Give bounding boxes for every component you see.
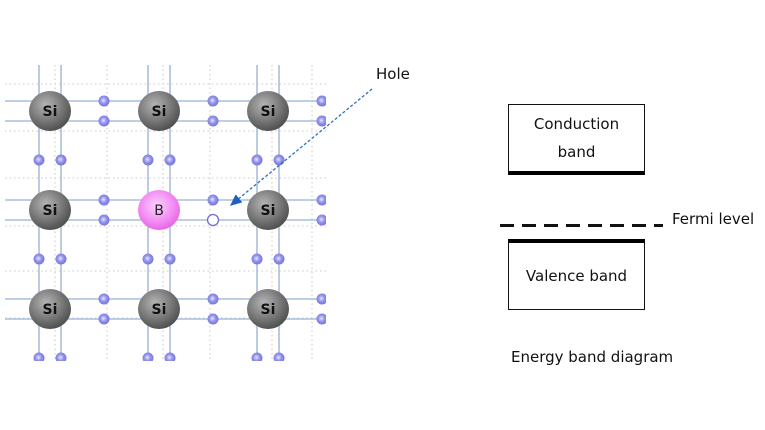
silicon-atom: Si: [247, 289, 289, 329]
boron-atom-sphere: [138, 190, 180, 230]
silicon-atom-sphere: [247, 289, 289, 329]
hole-label: Hole: [376, 65, 410, 83]
electron: [316, 313, 326, 325]
silicon-atom: Si: [29, 91, 71, 131]
silicon-atom-sphere: [247, 190, 289, 230]
atom-symbol: Si: [261, 302, 276, 318]
boron-atom: B: [138, 190, 180, 230]
conduction-band-label: Conduction band: [533, 115, 620, 161]
electron: [98, 194, 110, 206]
electron: [142, 154, 154, 166]
electron: [207, 115, 219, 127]
electron: [251, 253, 263, 265]
conduction-band: Conduction band: [508, 104, 645, 175]
fermi-level-line: [500, 224, 663, 227]
electron: [55, 154, 67, 166]
atom-symbol: Si: [43, 104, 58, 120]
electron: [273, 352, 285, 361]
electron: [207, 293, 219, 305]
silicon-atom-sphere: [29, 190, 71, 230]
atom-symbol: Si: [152, 302, 167, 318]
silicon-atom: Si: [29, 289, 71, 329]
electron: [316, 95, 326, 107]
electron: [33, 352, 45, 361]
electron: [142, 253, 154, 265]
silicon-atom-sphere: [138, 289, 180, 329]
electron: [316, 293, 326, 305]
silicon-atom-sphere: [29, 289, 71, 329]
electron: [55, 253, 67, 265]
valence-band: Valence band: [508, 239, 645, 310]
hole-arrow: [229, 88, 373, 206]
electron: [164, 154, 176, 166]
electron: [98, 214, 110, 226]
electron: [142, 352, 154, 361]
electron: [98, 115, 110, 127]
atom-symbol: Si: [261, 203, 276, 219]
electron: [55, 352, 67, 361]
atom-symbol: Si: [43, 203, 58, 219]
electron: [98, 313, 110, 325]
electron: [33, 253, 45, 265]
silicon-atom: Si: [138, 289, 180, 329]
silicon-atom: Si: [138, 91, 180, 131]
atom-symbol: Si: [261, 104, 276, 120]
electron: [273, 253, 285, 265]
electrons: [33, 95, 326, 361]
electron: [316, 214, 326, 226]
diagram-caption: Energy band diagram: [511, 348, 674, 366]
atom-symbol: Si: [43, 302, 58, 318]
electron: [207, 95, 219, 107]
valence-band-label: Valence band: [525, 267, 628, 285]
electron: [316, 194, 326, 206]
electron: [164, 253, 176, 265]
electron: [273, 154, 285, 166]
silicon-atom: Si: [29, 190, 71, 230]
atom-symbol: B: [154, 203, 164, 219]
silicon-atom-sphere: [138, 91, 180, 131]
electron: [316, 115, 326, 127]
electron: [251, 154, 263, 166]
electron: [207, 194, 219, 206]
electron: [251, 352, 263, 361]
silicon-atom-sphere: [247, 91, 289, 131]
electron: [33, 154, 45, 166]
atom-symbol: Si: [152, 104, 167, 120]
silicon-atom: Si: [247, 190, 289, 230]
hole: [206, 213, 220, 227]
electron: [98, 293, 110, 305]
electron: [98, 95, 110, 107]
fermi-level-label: Fermi level: [672, 210, 755, 228]
silicon-atom-sphere: [29, 91, 71, 131]
electron: [207, 313, 219, 325]
silicon-atom: Si: [247, 91, 289, 131]
electron: [164, 352, 176, 361]
